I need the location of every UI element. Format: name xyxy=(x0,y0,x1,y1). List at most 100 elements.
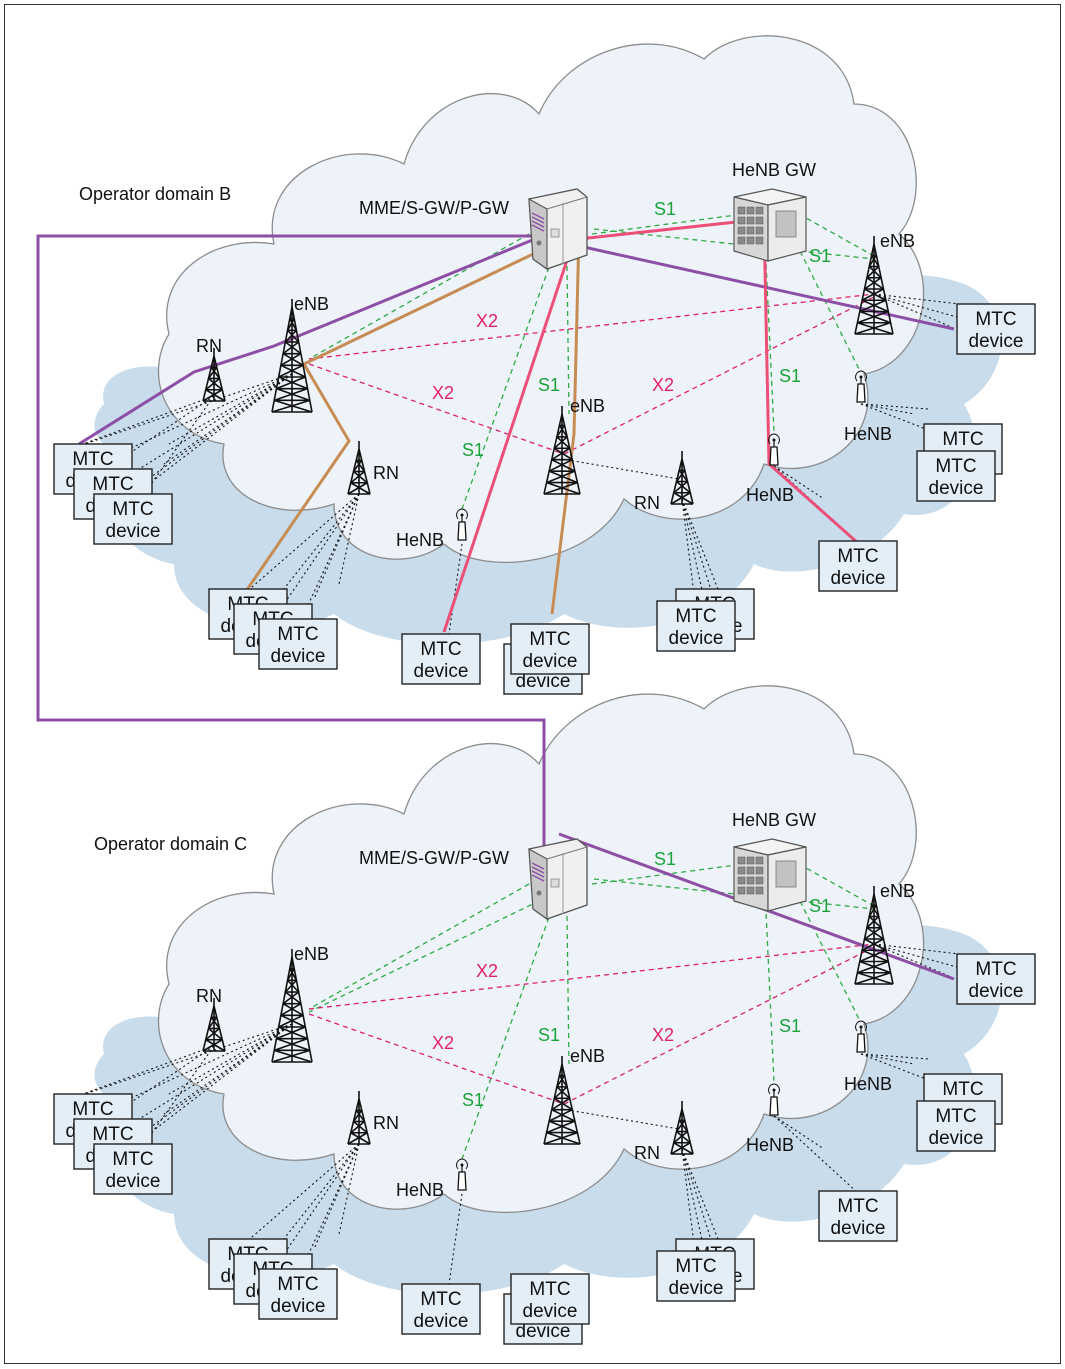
device-label-line1: MTC xyxy=(277,1274,318,1295)
rn-label: RN xyxy=(373,1113,399,1133)
device-label-line2: device xyxy=(969,331,1024,352)
device-label-line1: MTC xyxy=(935,1106,976,1127)
inter-domain-path xyxy=(36,234,552,869)
enb-label: eNB xyxy=(880,231,915,251)
tower-icon xyxy=(271,299,313,413)
henb-icon xyxy=(456,508,468,541)
henb-icon xyxy=(855,370,867,403)
device-label-line1: MTC xyxy=(837,546,878,567)
device-label-line2: device xyxy=(929,478,984,499)
henb-label: HeNB xyxy=(844,424,892,444)
x2-link xyxy=(563,296,875,455)
radio-link xyxy=(873,943,960,955)
rn-label: RN xyxy=(634,1143,660,1163)
relay-tower-icon xyxy=(202,348,226,402)
radio-link xyxy=(313,1143,360,1250)
rn-label: RN xyxy=(634,493,660,513)
x2-label: X2 xyxy=(476,961,498,981)
device-label-line2: device xyxy=(271,1296,326,1317)
gateway-icon xyxy=(733,838,807,912)
s1-link xyxy=(593,228,875,260)
radio-link xyxy=(681,498,725,605)
enb-label: eNB xyxy=(880,881,915,901)
relay-tower-icon xyxy=(347,1091,371,1145)
device-label-line2: device xyxy=(414,661,469,682)
device-label-line1: MTC xyxy=(675,606,716,627)
radio-link xyxy=(681,1148,695,1245)
relay-tower-icon xyxy=(670,1101,694,1155)
s1-label: S1 xyxy=(779,1016,801,1036)
device-label-line2: device xyxy=(516,671,571,692)
radio-link xyxy=(860,403,915,415)
gateway-icon xyxy=(733,188,807,262)
s1-label: S1 xyxy=(462,1090,484,1110)
radio-link xyxy=(448,1193,463,1285)
s1-link xyxy=(308,888,565,1013)
radio-link xyxy=(243,493,360,595)
device-label-line1: MTC xyxy=(975,309,1016,330)
x2-link xyxy=(308,293,875,360)
s1-link xyxy=(593,878,875,910)
radio-link xyxy=(153,373,293,481)
radio-link xyxy=(873,943,965,970)
x2-label: X2 xyxy=(476,311,498,331)
henb-label: HeNB xyxy=(844,1074,892,1094)
radio-link xyxy=(681,498,695,595)
radio-link xyxy=(873,293,960,305)
device-label-line2: device xyxy=(831,568,886,589)
device-label-line2: device xyxy=(831,1218,886,1239)
henb-icon xyxy=(456,1158,468,1191)
tower-icon xyxy=(543,1056,581,1145)
s1-label: S1 xyxy=(809,896,831,916)
s1-label: S1 xyxy=(654,199,676,219)
device-label-line1: MTC xyxy=(942,429,983,450)
radio-link xyxy=(113,1023,293,1155)
henb-label: HeNB xyxy=(746,485,794,505)
device-label-line2: device xyxy=(271,646,326,667)
relay-tower-icon xyxy=(670,451,694,505)
device-label-line1: MTC xyxy=(72,1099,113,1120)
network-diagram: MTCdeviceMTCdeviceMTCdeviceMTCdeviceMTCd… xyxy=(4,4,1061,1364)
radio-link xyxy=(860,403,930,410)
henb-label: HeNB xyxy=(396,530,444,550)
device-label-line1: MTC xyxy=(92,474,133,495)
radio-link xyxy=(860,1053,930,1060)
radio-link xyxy=(163,1023,293,1115)
radio-link xyxy=(143,395,215,495)
radio-link xyxy=(63,1023,293,1102)
s1-label: S1 xyxy=(538,375,560,395)
relay-tower-icon xyxy=(347,441,371,495)
relay-tower-icon xyxy=(202,998,226,1052)
radio-link xyxy=(773,1115,860,1195)
server-icon xyxy=(528,838,588,921)
device-label-line2: device xyxy=(969,981,1024,1002)
s1-label: S1 xyxy=(538,1025,560,1045)
s1-label: S1 xyxy=(809,246,831,266)
tower-icon xyxy=(543,406,581,495)
radio-link xyxy=(243,1143,360,1245)
device-label-line2: device xyxy=(523,1301,578,1322)
radio-link xyxy=(681,498,705,600)
enb-label: eNB xyxy=(294,294,329,314)
s1-link xyxy=(591,213,745,235)
x2-link xyxy=(308,943,875,1010)
radio-link xyxy=(63,1045,215,1102)
radio-link xyxy=(681,1148,725,1255)
radio-link xyxy=(860,403,940,435)
s1-link xyxy=(308,883,530,1010)
radio-link xyxy=(338,493,360,585)
radio-link xyxy=(303,493,360,615)
relay-path xyxy=(550,231,581,615)
henb-icon xyxy=(855,1020,867,1053)
x2-label: X2 xyxy=(652,375,674,395)
